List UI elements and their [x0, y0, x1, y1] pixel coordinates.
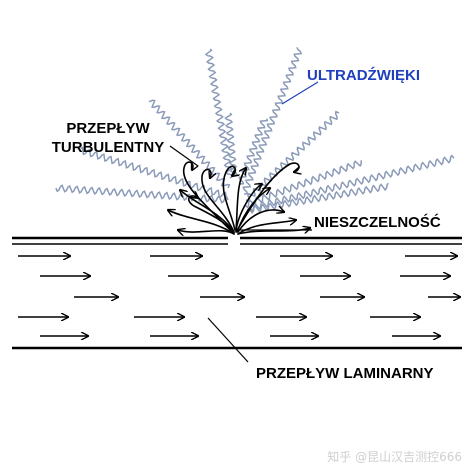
- turbulent-arrow-4: [201, 168, 235, 233]
- pipe: [12, 236, 462, 350]
- turbulent-label-line2: TURBULENTNY: [52, 139, 165, 156]
- turbulent-arrow-11: [235, 162, 299, 233]
- laminar-flow-arrows: [18, 256, 460, 336]
- watermark: 知乎 @昆山汉吉测控666: [327, 450, 462, 464]
- turbulent-arrow-9: [237, 220, 296, 235]
- turbulent-arrow-5: [222, 165, 235, 231]
- turbulent-arrow-8: [237, 210, 284, 233]
- leader-laminar: [207, 317, 249, 363]
- turbulent-arrow-1: [178, 230, 235, 234]
- turbulent-arrow-12: [183, 161, 234, 234]
- leader-lines: [169, 81, 319, 363]
- turbulent-label-line1: PRZEPŁYW: [66, 120, 150, 137]
- ultrasound-wave-7: [242, 47, 303, 195]
- leader-ultrasound: [281, 81, 319, 105]
- ultrasound-wave-5: [224, 112, 239, 177]
- ultrasound-wave-2: [80, 146, 227, 199]
- ultrasound-wave-10: [249, 182, 390, 214]
- turbulent-arrow-14: [187, 196, 235, 234]
- ultrasound-wave-9: [249, 154, 455, 212]
- ultrasound-wave-4: [204, 48, 234, 179]
- ultrasound-wave-1: [55, 184, 229, 204]
- turbulent-arrow-2: [168, 210, 235, 235]
- turbulent-arrow-10: [237, 228, 310, 235]
- turbulent-arrow-3: [180, 190, 235, 233]
- laminar-label: PRZEPŁYW LAMINARNY: [256, 365, 434, 382]
- turbulent-arrow-13: [235, 184, 262, 232]
- ultrasound-label: ULTRADŹWIĘKI: [307, 67, 420, 84]
- turbulent-arrow-6: [235, 168, 246, 231]
- leader-turbulent: [169, 145, 199, 167]
- turbulent-flow-arrows: [168, 161, 310, 235]
- leak-label: NIESZCZELNOŚĆ: [314, 213, 441, 231]
